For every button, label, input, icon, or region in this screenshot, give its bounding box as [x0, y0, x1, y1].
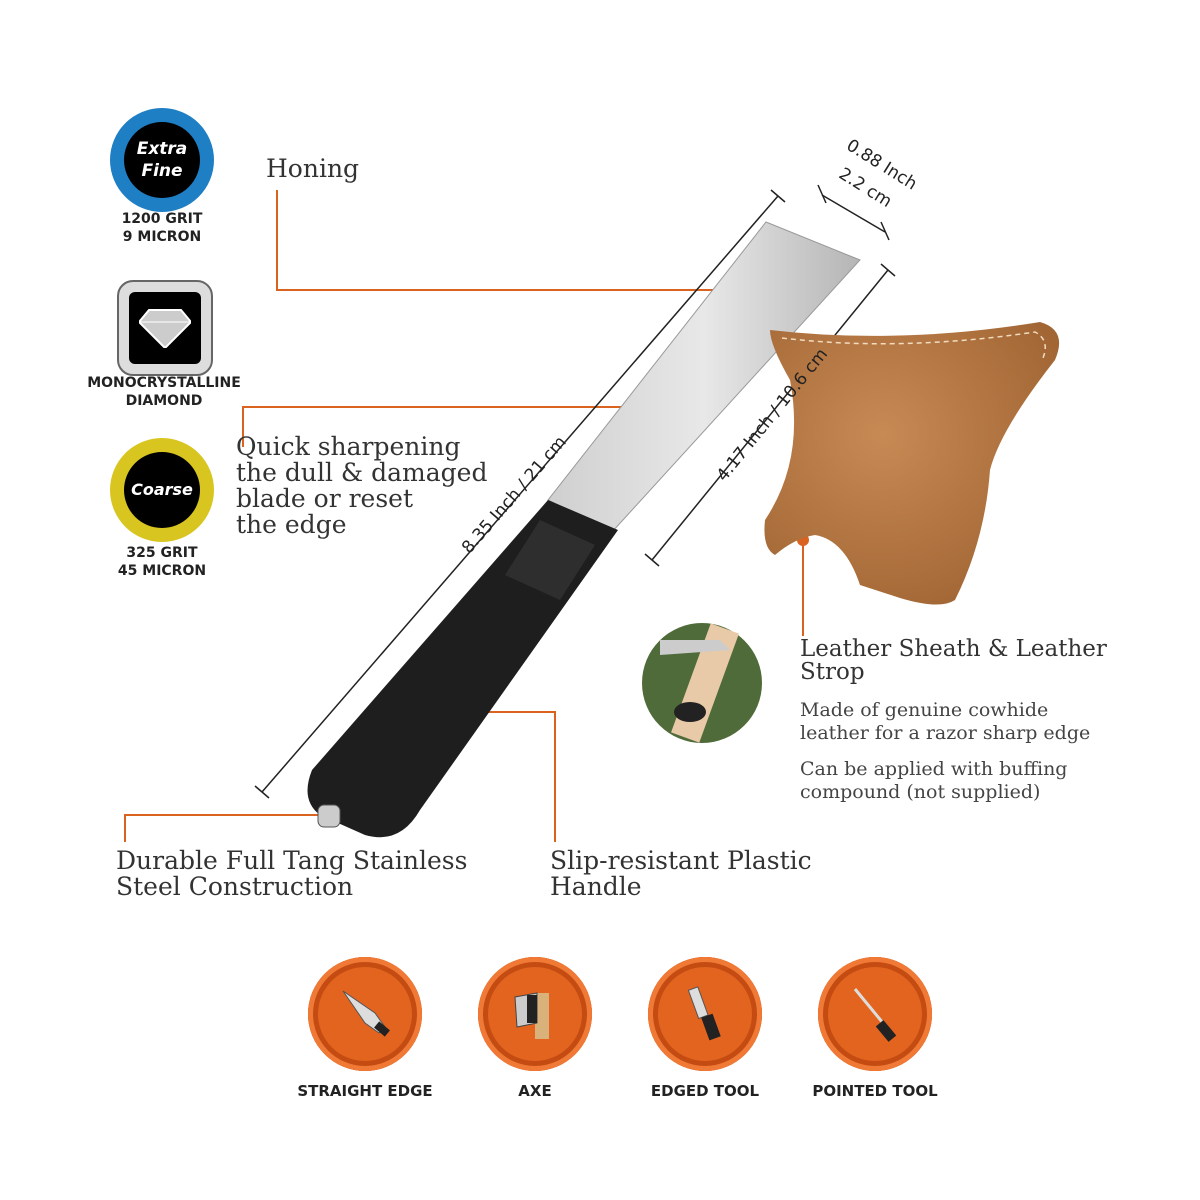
badge-title: Fine	[141, 161, 183, 181]
dimension-lines	[254, 184, 896, 799]
badge-title: Extra	[136, 139, 188, 159]
coarse-badge: Coarse	[110, 438, 214, 542]
extra-fine-badge: Extra Fine	[110, 108, 214, 212]
awl-icon	[853, 988, 897, 1042]
honing-label: Honing	[266, 154, 360, 183]
axe-icon	[514, 992, 549, 1039]
diamond-icon	[139, 309, 191, 348]
knife-icon	[342, 990, 390, 1037]
diamond-badge	[117, 280, 213, 376]
chisel-icon	[687, 986, 721, 1041]
leather-sheath	[764, 322, 1060, 605]
strop-photo	[642, 623, 762, 743]
badge-title: Coarse	[124, 452, 200, 528]
use-cases: STRAIGHT EDGE AXE EDGED TOOL POINTED TOO…	[280, 955, 960, 1115]
